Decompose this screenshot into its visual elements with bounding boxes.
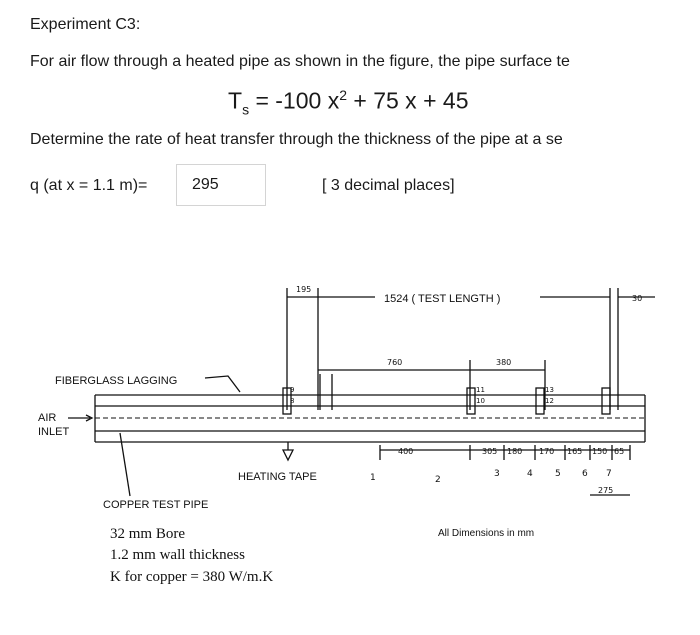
- eq-rhs-a: = -100 x: [249, 87, 340, 114]
- precision-note: [ 3 decimal places]: [322, 177, 455, 194]
- dim-150: 150: [592, 447, 607, 456]
- station-7: 7: [606, 469, 612, 479]
- temperature-equation: Ts = -100 x2 + 75 x + 45: [228, 87, 468, 117]
- determine-instruction: Determine the rate of heat transfer thro…: [30, 131, 563, 148]
- tc-9: 9: [290, 386, 294, 394]
- dim-180: 180: [507, 447, 522, 456]
- eq-subscript: s: [242, 101, 250, 118]
- answer-label: q (at x = 1.1 m)=: [30, 177, 148, 194]
- eq-rhs-b: + 75 x + 45: [347, 87, 469, 114]
- station-6: 6: [582, 469, 588, 479]
- dim-165: 165: [567, 447, 582, 456]
- experiment-title: Experiment C3:: [30, 16, 141, 33]
- station-3: 3: [494, 469, 500, 479]
- eq-lhs: T: [228, 87, 243, 114]
- station-1: 1: [370, 473, 376, 483]
- label-fiberglass-lagging: FIBERGLASS LAGGING: [55, 375, 177, 387]
- dim-65: 65: [614, 447, 624, 456]
- dim-760: 760: [387, 358, 402, 367]
- tc-12: 12: [545, 397, 554, 405]
- dim-275: 275: [598, 486, 613, 495]
- problem-intro: For air flow through a heated pipe as sh…: [30, 53, 570, 70]
- station-4: 4: [527, 469, 533, 479]
- spec-wall-thickness: 1.2 mm wall thickness: [110, 547, 245, 563]
- answer-input[interactable]: [176, 164, 266, 206]
- tc-10: 10: [476, 397, 485, 405]
- dim-170: 170: [539, 447, 554, 456]
- station-2: 2: [435, 475, 441, 485]
- pipe-figure: 195 1524 ( TEST LENGTH ) 30 760 380 FIBE…: [38, 285, 655, 585]
- tc-8: 8: [290, 397, 294, 405]
- spec-conductivity: K for copper = 380 W/m.K: [110, 569, 273, 585]
- eq-superscript: 2: [339, 87, 347, 103]
- label-dimensions-units: All Dimensions in mm: [438, 528, 534, 539]
- dim-30: 30: [632, 294, 642, 303]
- dim-400: 400: [398, 447, 413, 456]
- label-inlet: INLET: [38, 426, 69, 438]
- station-5: 5: [555, 469, 561, 479]
- dim-380: 380: [496, 358, 511, 367]
- label-air: AIR: [38, 412, 56, 424]
- label-heating-tape: HEATING TAPE: [238, 471, 317, 483]
- label-copper-test-pipe: COPPER TEST PIPE: [103, 499, 208, 511]
- dim-test-length: 1524 ( TEST LENGTH ): [384, 293, 500, 305]
- spec-bore: 32 mm Bore: [110, 526, 185, 542]
- dim-305: 305: [482, 447, 497, 456]
- tc-11: 11: [476, 386, 485, 394]
- tc-13: 13: [545, 386, 554, 394]
- dim-195: 195: [296, 285, 311, 294]
